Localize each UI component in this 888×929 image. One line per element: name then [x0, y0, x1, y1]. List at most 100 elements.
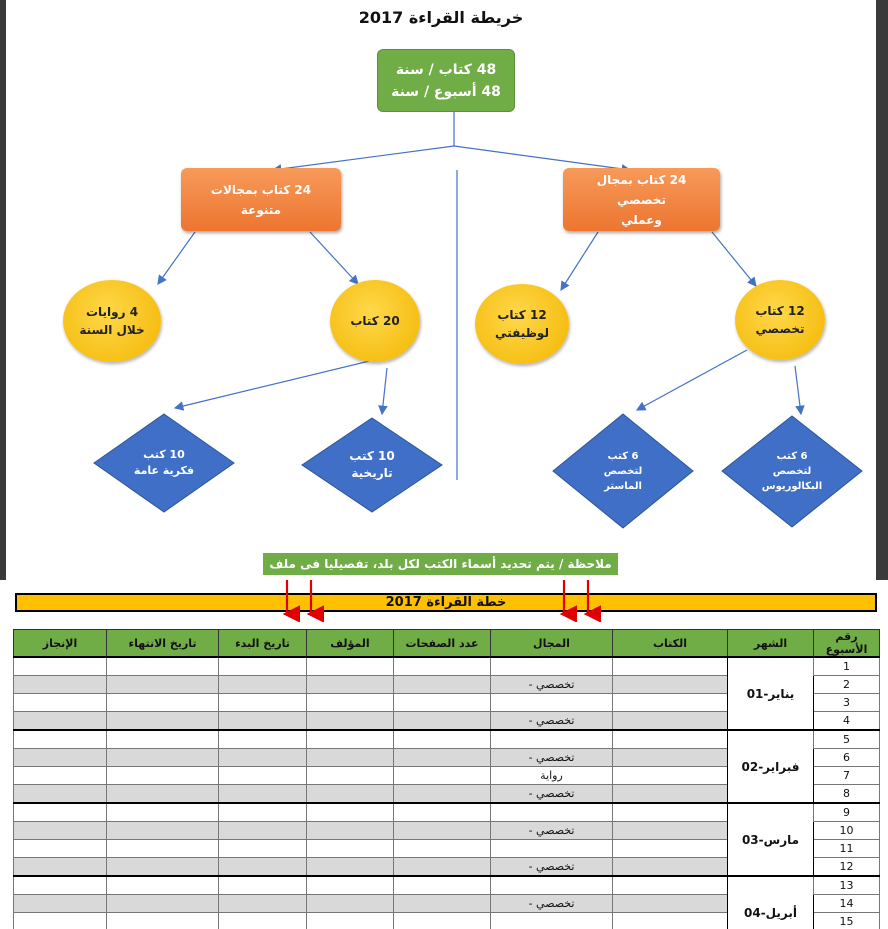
achievement-cell[interactable] [13, 711, 107, 731]
week-cell[interactable]: 5 [813, 729, 880, 749]
field-cell[interactable] [490, 875, 613, 895]
pages-cell[interactable] [393, 802, 491, 822]
book-cell[interactable] [612, 912, 728, 929]
field-cell[interactable]: تخصصي - [490, 784, 613, 804]
field-cell[interactable]: تخصصي - [490, 748, 613, 767]
start-date-cell[interactable] [218, 656, 307, 676]
pages-cell[interactable] [393, 875, 491, 895]
field-cell[interactable] [490, 656, 613, 676]
author-cell[interactable] [306, 894, 394, 913]
author-cell[interactable] [306, 912, 394, 929]
achievement-cell[interactable] [13, 857, 107, 877]
author-cell[interactable] [306, 766, 394, 785]
achievement-cell[interactable] [13, 802, 107, 822]
pages-cell[interactable] [393, 675, 491, 694]
author-cell[interactable] [306, 839, 394, 858]
pages-cell[interactable] [393, 894, 491, 913]
book-cell[interactable] [612, 656, 728, 676]
end-date-cell[interactable] [106, 729, 219, 749]
end-date-cell[interactable] [106, 802, 219, 822]
pages-cell[interactable] [393, 821, 491, 840]
start-date-cell[interactable] [218, 912, 307, 929]
author-cell[interactable] [306, 784, 394, 804]
pages-cell[interactable] [393, 766, 491, 785]
start-date-cell[interactable] [218, 802, 307, 822]
start-date-cell[interactable] [218, 693, 307, 712]
field-cell[interactable] [490, 802, 613, 822]
field-cell[interactable] [490, 729, 613, 749]
week-cell[interactable]: 15 [813, 912, 880, 929]
author-cell[interactable] [306, 675, 394, 694]
achievement-cell[interactable] [13, 839, 107, 858]
achievement-cell[interactable] [13, 675, 107, 694]
author-cell[interactable] [306, 821, 394, 840]
start-date-cell[interactable] [218, 821, 307, 840]
book-cell[interactable] [612, 729, 728, 749]
author-cell[interactable] [306, 802, 394, 822]
achievement-cell[interactable] [13, 875, 107, 895]
end-date-cell[interactable] [106, 821, 219, 840]
book-cell[interactable] [612, 711, 728, 731]
pages-cell[interactable] [393, 784, 491, 804]
week-cell[interactable]: 13 [813, 875, 880, 895]
field-cell[interactable] [490, 839, 613, 858]
field-cell[interactable]: تخصصي - [490, 821, 613, 840]
week-cell[interactable]: 12 [813, 857, 880, 877]
end-date-cell[interactable] [106, 857, 219, 877]
book-cell[interactable] [612, 693, 728, 712]
end-date-cell[interactable] [106, 711, 219, 731]
week-cell[interactable]: 10 [813, 821, 880, 840]
end-date-cell[interactable] [106, 839, 219, 858]
author-cell[interactable] [306, 748, 394, 767]
book-cell[interactable] [612, 802, 728, 822]
book-cell[interactable] [612, 748, 728, 767]
end-date-cell[interactable] [106, 894, 219, 913]
week-cell[interactable]: 2 [813, 675, 880, 694]
field-cell[interactable] [490, 912, 613, 929]
achievement-cell[interactable] [13, 693, 107, 712]
author-cell[interactable] [306, 729, 394, 749]
author-cell[interactable] [306, 693, 394, 712]
start-date-cell[interactable] [218, 748, 307, 767]
week-cell[interactable]: 9 [813, 802, 880, 822]
field-cell[interactable]: رواية [490, 766, 613, 785]
start-date-cell[interactable] [218, 784, 307, 804]
end-date-cell[interactable] [106, 912, 219, 929]
author-cell[interactable] [306, 857, 394, 877]
week-cell[interactable]: 1 [813, 656, 880, 676]
end-date-cell[interactable] [106, 766, 219, 785]
start-date-cell[interactable] [218, 857, 307, 877]
achievement-cell[interactable] [13, 784, 107, 804]
pages-cell[interactable] [393, 857, 491, 877]
pages-cell[interactable] [393, 748, 491, 767]
book-cell[interactable] [612, 857, 728, 877]
field-cell[interactable]: تخصصي - [490, 675, 613, 694]
pages-cell[interactable] [393, 711, 491, 731]
end-date-cell[interactable] [106, 875, 219, 895]
achievement-cell[interactable] [13, 656, 107, 676]
start-date-cell[interactable] [218, 766, 307, 785]
pages-cell[interactable] [393, 729, 491, 749]
achievement-cell[interactable] [13, 766, 107, 785]
book-cell[interactable] [612, 766, 728, 785]
author-cell[interactable] [306, 875, 394, 895]
week-cell[interactable]: 4 [813, 711, 880, 731]
week-cell[interactable]: 14 [813, 894, 880, 913]
start-date-cell[interactable] [218, 894, 307, 913]
start-date-cell[interactable] [218, 675, 307, 694]
pages-cell[interactable] [393, 693, 491, 712]
book-cell[interactable] [612, 875, 728, 895]
week-cell[interactable]: 11 [813, 839, 880, 858]
book-cell[interactable] [612, 784, 728, 804]
start-date-cell[interactable] [218, 729, 307, 749]
field-cell[interactable]: تخصصي - [490, 857, 613, 877]
end-date-cell[interactable] [106, 784, 219, 804]
book-cell[interactable] [612, 894, 728, 913]
book-cell[interactable] [612, 839, 728, 858]
achievement-cell[interactable] [13, 729, 107, 749]
start-date-cell[interactable] [218, 875, 307, 895]
start-date-cell[interactable] [218, 839, 307, 858]
field-cell[interactable]: تخصصي - [490, 711, 613, 731]
end-date-cell[interactable] [106, 693, 219, 712]
pages-cell[interactable] [393, 912, 491, 929]
